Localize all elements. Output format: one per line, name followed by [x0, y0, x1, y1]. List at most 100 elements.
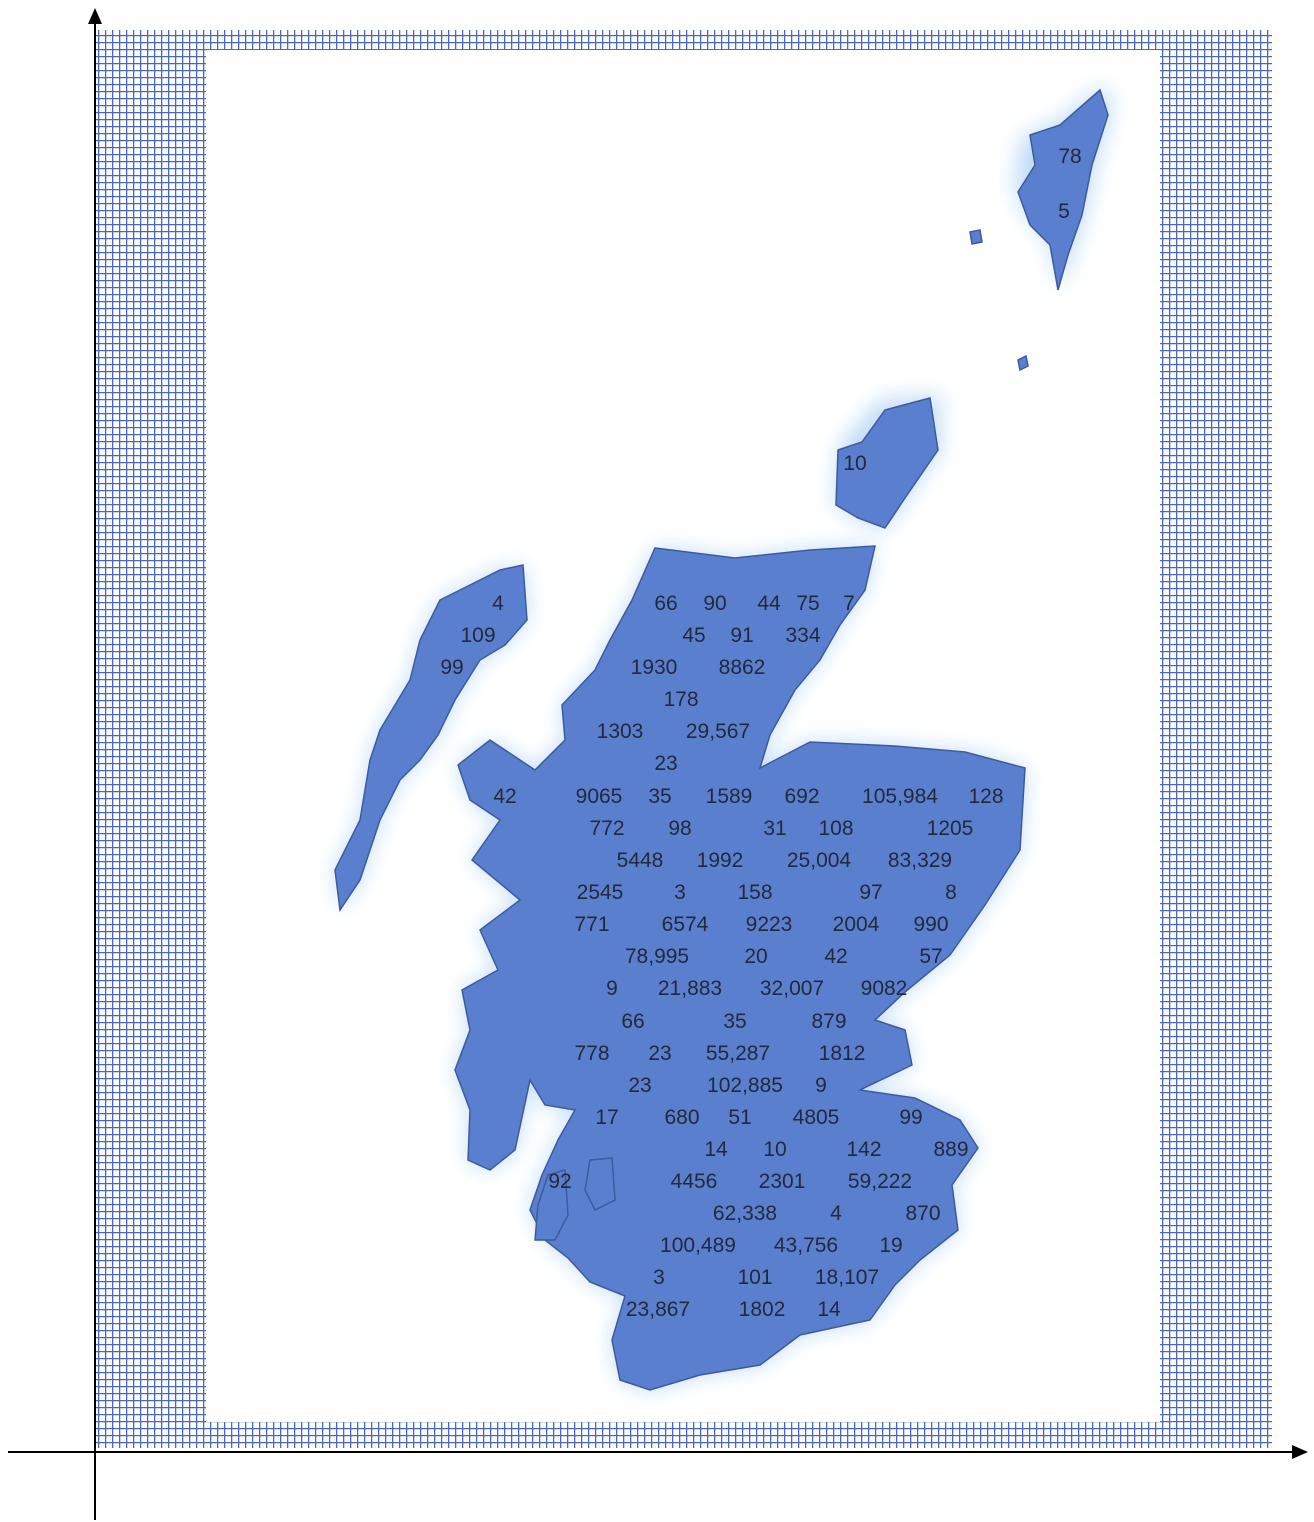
map-label: 17 [595, 1106, 618, 1129]
map-label: 21,883 [658, 977, 722, 1000]
map-label: 5 [1058, 200, 1070, 223]
map-label: 2545 [577, 881, 624, 904]
map-label: 3 [674, 881, 686, 904]
map-label: 5448 [617, 849, 664, 872]
map-label: 778 [574, 1042, 609, 1065]
map-label: 42 [493, 785, 516, 808]
map-label: 19 [879, 1234, 902, 1257]
map-label: 32,007 [760, 977, 824, 1000]
map-label: 83,329 [888, 849, 952, 872]
map-label: 101 [737, 1266, 772, 1289]
map-label: 1802 [739, 1298, 786, 1321]
map-label: 66 [621, 1010, 644, 1033]
map-label: 43,756 [774, 1234, 838, 1257]
map-label: 108 [818, 817, 853, 840]
map-label: 42 [824, 945, 847, 968]
map-label: 9082 [861, 977, 908, 1000]
map-label: 45 [682, 624, 705, 647]
map-label: 8862 [719, 656, 766, 679]
map-label: 1992 [697, 849, 744, 872]
map-label: 680 [664, 1106, 699, 1129]
map-label: 9223 [746, 913, 793, 936]
map-label: 92 [548, 1170, 571, 1193]
map-label: 51 [728, 1106, 751, 1129]
map-label: 990 [913, 913, 948, 936]
arran [584, 1157, 616, 1212]
map-label: 334 [785, 624, 820, 647]
scotland-land [334, 88, 1109, 1391]
map-label: 62,338 [713, 1202, 777, 1225]
map-label: 1930 [631, 656, 678, 679]
map-label: 889 [933, 1138, 968, 1161]
map-label: 7 [843, 592, 855, 615]
map-label: 78,995 [625, 945, 689, 968]
map-label: 1812 [819, 1042, 866, 1065]
orkney [835, 397, 939, 529]
axes [8, 8, 1308, 1520]
map-label: 23 [648, 1042, 671, 1065]
map-label: 23 [628, 1074, 651, 1097]
map-label: 35 [648, 785, 671, 808]
map-label: 99 [440, 656, 463, 679]
map-label: 772 [589, 817, 624, 840]
map-label: 1589 [706, 785, 753, 808]
map-label: 9065 [576, 785, 623, 808]
map-label: 75 [796, 592, 819, 615]
map-label: 771 [574, 913, 609, 936]
map-label: 1303 [597, 720, 644, 743]
map-label: 4 [492, 592, 504, 615]
map-label: 9 [815, 1074, 827, 1097]
map-label: 178 [663, 688, 698, 711]
map-label: 23 [654, 752, 677, 775]
map-label: 128 [968, 785, 1003, 808]
map-label: 142 [846, 1138, 881, 1161]
map-label: 870 [905, 1202, 940, 1225]
map-label: 2004 [833, 913, 880, 936]
map-label: 10 [763, 1138, 786, 1161]
map-label: 879 [811, 1010, 846, 1033]
map-label: 4456 [671, 1170, 718, 1193]
map-label: 4 [830, 1202, 842, 1225]
map-label: 78 [1058, 145, 1081, 168]
map-label: 23,867 [626, 1298, 690, 1321]
map-label: 29,567 [686, 720, 750, 743]
map-label: 25,004 [787, 849, 852, 872]
map-label: 105,984 [862, 785, 938, 808]
map-label: 31 [763, 817, 786, 840]
map-label: 90 [703, 592, 726, 615]
map-label: 99 [899, 1106, 922, 1129]
shetland [1017, 88, 1109, 291]
map-label: 100,489 [660, 1234, 736, 1257]
map-label: 14 [817, 1298, 841, 1321]
map-label: 109 [460, 624, 495, 647]
fair-isle [1017, 354, 1029, 372]
map-label: 57 [919, 945, 942, 968]
map-label: 59,222 [848, 1170, 912, 1193]
map-label: 102,885 [707, 1074, 783, 1097]
map-label: 91 [730, 624, 753, 647]
map-label: 10 [843, 452, 866, 475]
foula [969, 229, 983, 245]
map-label: 1205 [927, 817, 974, 840]
x-axis-arrow-icon [1292, 1445, 1308, 1459]
map-label: 66 [654, 592, 677, 615]
map-label: 14 [704, 1138, 728, 1161]
map-label: 18,107 [815, 1266, 879, 1289]
map-label: 97 [859, 881, 882, 904]
kintyre [534, 1169, 569, 1241]
map-label: 3 [653, 1266, 665, 1289]
map-label: 55,287 [706, 1042, 770, 1065]
map-label: 44 [757, 592, 781, 615]
map-label: 692 [784, 785, 819, 808]
y-axis-arrow-icon [88, 8, 102, 24]
map-label: 20 [744, 945, 767, 968]
map-label: 158 [737, 881, 772, 904]
map-label: 98 [668, 817, 691, 840]
map-label: 8 [945, 881, 957, 904]
western-isles [334, 564, 528, 913]
map-label: 2301 [759, 1170, 806, 1193]
map-label: 35 [723, 1010, 746, 1033]
map-label: 6574 [662, 913, 709, 936]
map-label: 4805 [793, 1106, 840, 1129]
